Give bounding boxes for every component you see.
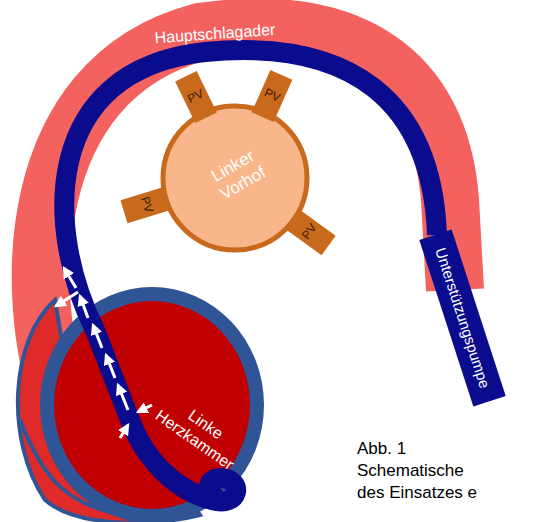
ventricle-wall: [40, 287, 264, 522]
pulmonary-vein: PV: [252, 70, 293, 122]
node-text: PV: [300, 221, 321, 242]
node-text: PV: [186, 87, 206, 106]
node-text: PV: [137, 195, 155, 214]
pump-tube: [64, 50, 437, 330]
pulmonary-vein: PV: [175, 71, 217, 123]
pulmonary-vein: PV: [120, 187, 171, 223]
node-text: PV: [262, 86, 282, 105]
pulmonary-vein: PV: [284, 209, 335, 255]
figure-caption: Abb. 1 Schematische des Einsatzes e: [357, 438, 491, 504]
node-text: Unterstützungspumpe: [431, 246, 493, 391]
ventricle-chamber: [54, 301, 250, 509]
flow-arrows: [56, 266, 152, 438]
